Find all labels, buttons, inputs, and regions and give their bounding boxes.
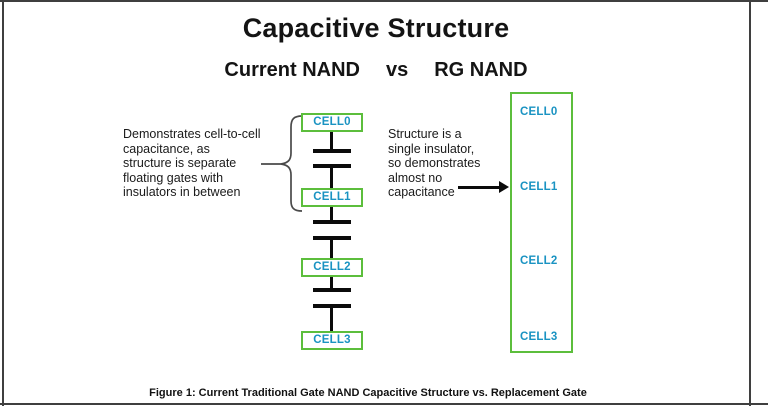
- capacitor-symbol: [330, 168, 333, 188]
- rg-nand-cell-1: CELL1: [520, 181, 558, 193]
- right-annotation-line: almost no: [388, 170, 443, 185]
- capacitor-symbol: [330, 240, 333, 258]
- current-nand-cell-0: CELL0: [301, 113, 363, 132]
- left-annotation-text: Demonstrates cell-to-cell capacitance, a…: [123, 127, 288, 200]
- capacitor-symbol: [330, 207, 333, 221]
- capacitor-plate: [313, 236, 351, 240]
- right-annotation-line: Structure is a: [388, 127, 462, 141]
- capacitor-symbol: [330, 132, 333, 150]
- capacitor-plate: [313, 304, 351, 308]
- right-annotation-text: Structure is a single insulator, so demo…: [388, 127, 513, 200]
- current-nand-cell-2: CELL2: [301, 258, 363, 277]
- current-nand-cell-1: CELL1: [301, 188, 363, 207]
- heading-current-nand: Current NAND: [224, 59, 360, 81]
- rg-nand-structure-box: CELL0 CELL1 CELL2 CELL3: [510, 92, 573, 353]
- left-annotation-line: structure is separate: [123, 156, 237, 171]
- heading-vs: vs: [385, 59, 409, 81]
- right-annotation-line: so demonstrates: [388, 156, 481, 171]
- left-annotation-line: capacitance, as: [123, 141, 210, 156]
- frame-border-left: [2, 0, 4, 406]
- figure-title: Capacitive Structure: [242, 13, 510, 43]
- comparison-heading: Current NAND vs RG NAND: [2, 59, 750, 82]
- rg-nand-cell-0: CELL0: [520, 106, 558, 118]
- frame-border-top: [0, 0, 768, 2]
- rg-nand-cell-3: CELL3: [520, 331, 558, 343]
- capacitor-symbol: [330, 308, 333, 331]
- current-nand-cell-3: CELL3: [301, 331, 363, 350]
- frame-border-bottom: [0, 403, 768, 405]
- figure-caption: Figure 1: Current Traditional Gate NAND …: [149, 387, 587, 399]
- right-annotation-line: capacitance: [388, 185, 455, 200]
- frame-border-right: [749, 0, 751, 406]
- left-annotation-line: insulators in between: [123, 185, 241, 200]
- heading-rg-nand: RG NAND: [434, 59, 528, 81]
- arrow-right-icon: [458, 186, 501, 189]
- rg-nand-cell-2: CELL2: [520, 255, 558, 267]
- left-annotation-line: floating gates with: [123, 170, 224, 185]
- capacitor-plate: [313, 220, 351, 224]
- capacitor-plate: [313, 164, 351, 168]
- capacitor-symbol: [330, 277, 333, 289]
- arrow-right-icon: [499, 181, 509, 193]
- left-annotation-line: Demonstrates cell-to-cell: [123, 127, 261, 141]
- capacitor-plate: [313, 149, 351, 153]
- capacitor-plate: [313, 288, 351, 292]
- brace-icon: [261, 115, 303, 212]
- right-annotation-line: single insulator,: [388, 141, 475, 156]
